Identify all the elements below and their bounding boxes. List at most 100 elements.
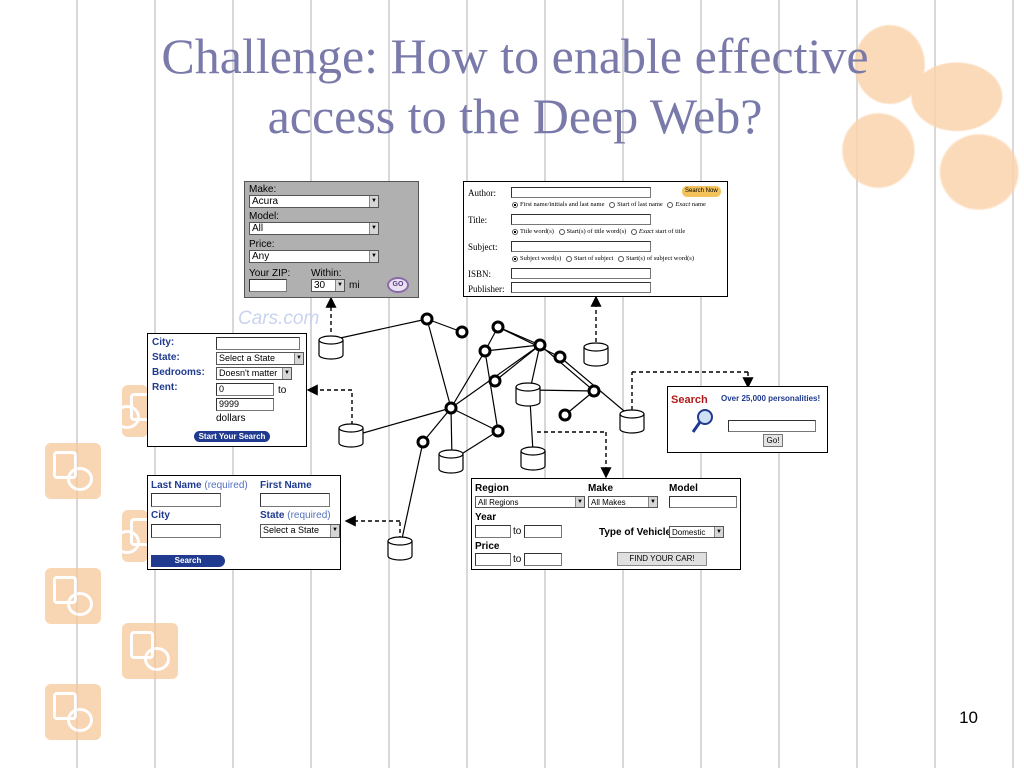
title-option-words: Title word(s) <box>520 228 554 235</box>
price-select-value: Any <box>252 251 270 262</box>
price-label: Price: <box>249 239 275 250</box>
personality-tagline: Over 25,000 personalities! <box>721 394 821 403</box>
graph-node <box>478 344 492 358</box>
people-search-button[interactable]: Search <box>151 555 225 567</box>
graph-node <box>444 401 458 415</box>
first-name-input[interactable] <box>260 493 330 507</box>
radio-button[interactable] <box>512 255 518 262</box>
people-city-input[interactable] <box>151 524 221 538</box>
start-search-button[interactable]: Start Your Search <box>194 431 270 442</box>
car-make-label: Make <box>588 483 614 494</box>
graph-node <box>558 408 572 422</box>
find-your-car-button[interactable]: FIND YOUR CAR! <box>617 552 707 566</box>
author-input[interactable] <box>511 187 651 198</box>
graph-node <box>416 435 430 449</box>
publisher-label: Publisher: <box>468 284 505 294</box>
price-select[interactable]: Any ▼ <box>249 250 379 263</box>
subject-option-start: Start of subject <box>573 255 614 262</box>
title-option-start: Start(s) of title word(s) <box>566 228 627 235</box>
model-select[interactable]: All ▼ <box>249 222 379 235</box>
region-select-value: All Regions <box>478 498 519 507</box>
personality-search-input[interactable] <box>728 420 816 432</box>
author-label: Author: <box>468 188 496 198</box>
subject-option-starts: Start(s) of subject word(s) <box>625 255 695 262</box>
rent-label: Rent: <box>152 382 178 393</box>
database-icon <box>438 449 464 474</box>
state-select[interactable]: Select a State ▼ <box>216 352 304 365</box>
people-state-select[interactable]: Select a State ▼ <box>260 524 340 538</box>
radio-button[interactable] <box>512 228 518 235</box>
radio-button[interactable] <box>512 201 518 208</box>
database-icon <box>318 335 344 360</box>
year-to-label: to <box>513 526 522 537</box>
vehicle-type-label: Type of Vehicle <box>599 527 672 538</box>
make-select[interactable]: Acura ▼ <box>249 195 379 208</box>
within-select[interactable]: 30 ▼ <box>311 279 345 292</box>
region-select[interactable]: All Regions ▼ <box>475 496 585 508</box>
slide-title-line2: access to the Deep Web? <box>267 88 763 144</box>
graph-edges <box>330 318 631 549</box>
book-search-form: Author: Search Now First name/initials a… <box>463 181 728 297</box>
author-option-exact: name <box>691 201 706 208</box>
isbn-input[interactable] <box>511 268 651 279</box>
rent-min-input[interactable]: 0 <box>216 383 274 396</box>
database-icon <box>619 409 645 434</box>
rent-min-value: 0 <box>219 384 225 394</box>
city-label: City: <box>152 337 175 348</box>
title-option-exact-italic: Exact <box>638 228 654 235</box>
subject-option-words: Subject word(s) <box>520 255 562 262</box>
graph-node <box>491 320 505 334</box>
year-max-input[interactable] <box>524 525 562 538</box>
bedrooms-label: Bedrooms: <box>152 367 205 378</box>
chevron-down-icon: ▼ <box>369 223 378 234</box>
bedrooms-select[interactable]: Doesn't matter ▼ <box>216 367 292 380</box>
radio-button[interactable] <box>617 255 624 262</box>
chinese-seal-watermark <box>45 684 101 740</box>
car-make-select[interactable]: All Makes ▼ <box>588 496 658 508</box>
price-max-input[interactable] <box>524 553 562 566</box>
rental-search-form: City: State: Select a State ▼ Bedrooms: … <box>147 333 307 447</box>
car-model-input[interactable] <box>669 496 737 508</box>
radio-button[interactable] <box>558 228 565 235</box>
chevron-down-icon: ▼ <box>294 353 303 364</box>
radio-button[interactable] <box>565 255 572 262</box>
title-input[interactable] <box>511 214 651 225</box>
graph-node <box>488 374 502 388</box>
chinese-seal-watermark <box>45 443 101 499</box>
subject-input[interactable] <box>511 241 651 252</box>
graph-nodes <box>416 312 601 449</box>
author-option-start: Start of last name <box>617 201 663 208</box>
go-button[interactable]: GO <box>387 277 409 293</box>
price-min-input[interactable] <box>475 553 511 566</box>
chevron-down-icon: ▼ <box>335 280 344 291</box>
vehicle-type-select[interactable]: Domestic ▼ <box>669 526 724 538</box>
radio-button[interactable] <box>667 201 674 208</box>
year-min-input[interactable] <box>475 525 511 538</box>
database-icons <box>318 335 645 561</box>
title-option-exact: start of title <box>655 228 686 235</box>
graph-node <box>587 384 601 398</box>
radio-button[interactable] <box>609 201 616 208</box>
city-input[interactable] <box>216 337 300 350</box>
chevron-down-icon: ▼ <box>282 368 291 379</box>
chinese-seal-watermark <box>122 623 178 679</box>
database-icon <box>520 446 546 471</box>
author-option-full: First name/initials and last name <box>520 201 605 208</box>
zip-input[interactable] <box>249 279 287 292</box>
region-label: Region <box>475 483 509 494</box>
chinese-seal-watermark-large <box>800 0 1024 215</box>
radio-button[interactable] <box>630 228 637 235</box>
search-now-button[interactable]: Search Now <box>682 186 721 197</box>
last-name-input[interactable] <box>151 493 221 507</box>
model-select-value: All <box>252 223 264 234</box>
database-icon <box>338 423 364 448</box>
required-note: (required) <box>287 510 331 521</box>
state-select-value: Select a State <box>219 353 276 363</box>
publisher-input[interactable] <box>511 282 651 293</box>
chevron-down-icon: ▼ <box>369 251 378 262</box>
rent-max-input[interactable]: 9999 <box>216 398 274 411</box>
graph-node <box>491 424 505 438</box>
rent-to-label: to <box>278 385 287 396</box>
personality-go-button[interactable]: Go! <box>763 434 783 447</box>
